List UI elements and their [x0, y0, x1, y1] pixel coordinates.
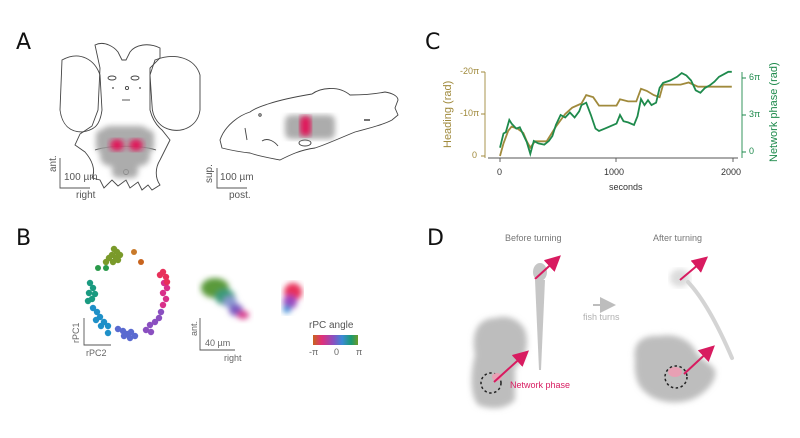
right-tick-6pi: 6π — [749, 72, 761, 82]
network-phase-marker-before — [480, 372, 502, 394]
chart-c-axes — [481, 71, 746, 162]
heading-arrow-after — [679, 256, 709, 281]
rpc2-axis-label: rPC2 — [86, 348, 107, 358]
panel-d-letter: D — [427, 226, 444, 251]
anatomy-cluster-left — [201, 278, 249, 319]
coronal-neuron-cloud — [96, 126, 154, 178]
colorbar-tick-zero: 0 — [334, 347, 340, 357]
rpc-ring-scatter — [84, 245, 171, 342]
coronal-right-label: right — [76, 190, 96, 201]
left-axis-label: Heading (rad) — [442, 80, 454, 148]
network-phase-marker-after — [664, 365, 688, 389]
anatomy-scalebar-label: 40 µm — [205, 338, 231, 348]
before-turning-title: Before turning — [505, 233, 562, 243]
anatomy-cluster-right — [283, 283, 302, 313]
colorbar-tick-neg-pi: -π — [309, 347, 319, 357]
heading-arrow-before — [534, 255, 561, 280]
x-tick-2000: 2000 — [721, 167, 742, 177]
right-tick-3pi: 3π — [749, 109, 761, 119]
coronal-highlight — [110, 139, 143, 151]
x-tick-1000: 1000 — [604, 167, 625, 177]
left-tick-zero: 0 — [472, 150, 478, 160]
heading-series-line — [499, 81, 732, 157]
fish-turns-label: fish turns — [583, 312, 620, 322]
network-phase-series-line — [499, 70, 732, 158]
rpc-angle-colorbar — [313, 335, 358, 345]
rpc1-axis-label: rPC1 — [71, 322, 81, 343]
panel-b-letter: B — [16, 226, 32, 251]
anatomy-right-label: right — [224, 353, 242, 363]
coronal-scalebar-label: 100 µm — [64, 172, 98, 183]
network-phase-label: Network phase — [510, 380, 571, 390]
left-tick-neg10pi: -10π — [460, 108, 480, 118]
right-tick-zero: 0 — [749, 146, 755, 156]
after-turning-title: After turning — [653, 233, 703, 243]
sagittal-sup-label: sup. — [204, 164, 215, 183]
sagittal-post-label: post. — [229, 190, 251, 201]
colorbar-title: rPC angle — [309, 320, 354, 331]
anatomy-ant-label: ant. — [189, 320, 199, 336]
right-axis-label: Network phase (rad) — [768, 62, 780, 162]
panel-c-letter: C — [425, 30, 441, 55]
phase-arrow-before — [493, 350, 529, 383]
coronal-ant-label: ant. — [48, 155, 59, 172]
sagittal-highlight — [300, 116, 311, 136]
x-axis-label: seconds — [609, 182, 643, 192]
x-tick-0: 0 — [497, 167, 503, 177]
brain-before-turning — [471, 316, 527, 409]
left-tick-neg20pi: -20π — [460, 66, 480, 76]
phase-arrow-after — [683, 345, 715, 375]
colorbar-tick-pi: π — [356, 347, 363, 357]
sagittal-scalebar-label: 100 µm — [220, 172, 254, 183]
fish-after-turning — [670, 269, 734, 360]
panel-a-letter: A — [16, 30, 32, 55]
